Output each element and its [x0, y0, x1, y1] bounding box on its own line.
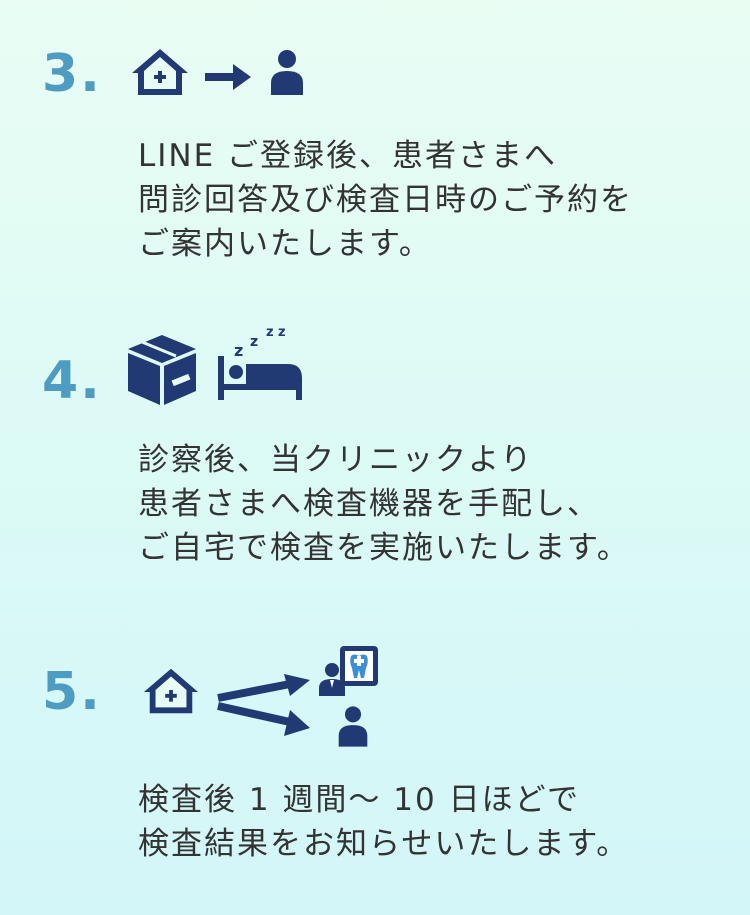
arrow-right-icon	[205, 64, 251, 90]
svg-text:z: z	[250, 334, 258, 350]
step-description: 診察後、当クリニックより 患者さまへ検査機器を手配し、 ご自宅で検査を実施いたし…	[138, 438, 738, 570]
svg-text:z: z	[278, 325, 286, 340]
text-line: 患者さまへ検査機器を手配し、	[138, 486, 600, 522]
step-number: 4.	[42, 351, 102, 411]
text-line: ご案内いたします。	[138, 226, 432, 262]
text-line: 検査後 1 週間～ 10 日ほどで	[138, 782, 580, 818]
svg-text:z: z	[266, 325, 274, 340]
person-icon	[338, 706, 368, 747]
text-line: 検査結果をお知らせいたします。	[138, 826, 630, 862]
package-box-icon	[128, 335, 196, 405]
hospital-icon	[132, 49, 188, 95]
text-line: 問診回答及び検査日時のご予約を	[138, 182, 633, 218]
dentist-icon	[319, 646, 378, 696]
step-description: LINE ご登録後、患者さまへ 問診回答及び検査日時のご予約を ご案内いたします…	[138, 134, 738, 266]
step-number: 5.	[42, 662, 102, 722]
sleeping-bed-icon: z z z z	[218, 325, 302, 400]
svg-text:z: z	[234, 341, 243, 360]
text-line: 診察後、当クリニックより	[138, 442, 534, 478]
hospital-icon	[143, 668, 199, 714]
text-line: LINE ご登録後、患者さまへ	[138, 138, 558, 174]
person-icon	[271, 50, 303, 95]
step-number: 3.	[42, 44, 102, 104]
step-description: 検査後 1 週間～ 10 日ほどで 検査結果をお知らせいたします。	[138, 778, 738, 866]
text-line: ご自宅で検査を実施いたします。	[138, 530, 630, 566]
double-arrow-icon	[217, 674, 310, 736]
